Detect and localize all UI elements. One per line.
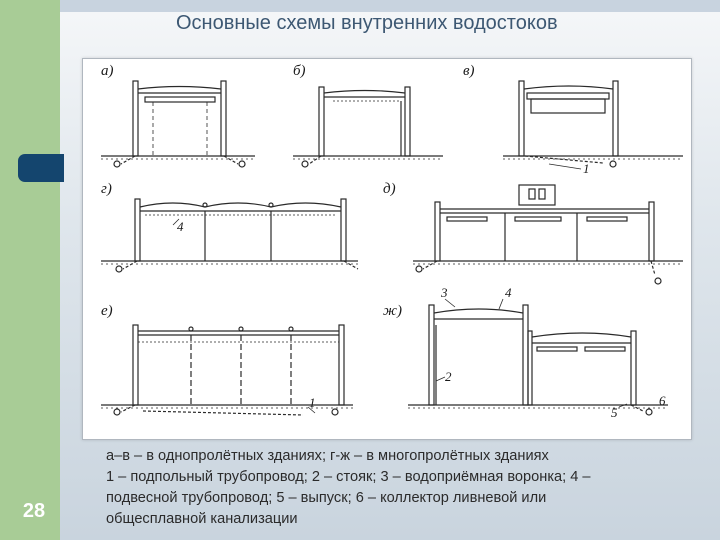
caption-line: 1 – подпольный трубопровод; 2 – стояк; 3…	[106, 469, 591, 485]
caption-line: подвесной трубопровод; 5 – выпуск; 6 – к…	[106, 490, 547, 506]
callout-v-1: 1	[583, 161, 590, 176]
caption-line: а–в – в однопролётных зданиях; г-ж – в м…	[106, 448, 549, 464]
panel-label-v: в)	[463, 63, 475, 79]
page-number: 28	[22, 500, 46, 522]
panel-label-a: а)	[101, 63, 114, 79]
callout-zh-5: 5	[611, 405, 618, 420]
scheme-a	[101, 80, 255, 168]
callout-zh-4: 4	[505, 285, 512, 300]
panel-label-d: д)	[383, 181, 396, 197]
scheme-v	[503, 80, 683, 168]
callout-zh-2: 2	[445, 369, 452, 384]
callout-zh-3: 3	[440, 285, 448, 300]
caption-line: общесплавной канализации	[106, 511, 298, 527]
scheme-d	[413, 184, 683, 285]
callout-e-1: 1	[309, 395, 316, 410]
slide-title: Основные схемы внутренних водостоков	[176, 12, 558, 34]
panel-label-g: г)	[101, 181, 112, 197]
callout-g-4: 4	[177, 219, 184, 234]
slide-tab-marker	[18, 154, 64, 182]
left-decor-band	[0, 0, 60, 540]
scheme-e	[101, 324, 353, 416]
drainage-schemes-figure: а) б) в) г) д) е) ж) 1 4 3 4 2 5 6 1	[82, 58, 692, 440]
panel-label-b: б)	[293, 63, 306, 79]
panel-label-e: е)	[101, 303, 113, 319]
figure-caption: а–в – в однопролётных зданиях; г-ж – в м…	[106, 446, 676, 530]
scheme-g	[101, 198, 359, 273]
scheme-zh	[408, 304, 668, 416]
callout-zh-6: 6	[659, 393, 666, 408]
figure-drawing: а) б) в) г) д) е) ж) 1 4 3 4 2 5 6 1	[101, 63, 683, 420]
scheme-b	[293, 86, 443, 168]
panel-label-zh: ж)	[383, 303, 402, 319]
